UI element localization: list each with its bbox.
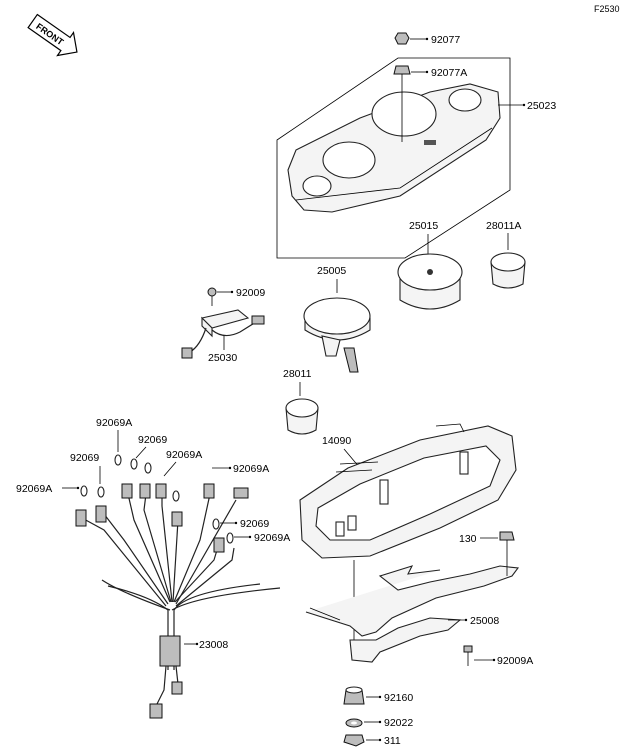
part-28011A: 28011A (486, 220, 526, 289)
label-92160: 92160 (384, 692, 413, 704)
label-25030: 25030 (208, 352, 237, 364)
gauge-window-left (302, 175, 332, 197)
part-92077: 92077 (394, 32, 460, 46)
label-92069A-c: 92069A (166, 449, 202, 461)
tachometer-cable (343, 347, 359, 373)
part-92009: 92009 (207, 287, 265, 306)
label-130: 130 (459, 533, 477, 545)
meter-cover-edge (295, 127, 493, 201)
label-92069A-a: 92069A (16, 483, 52, 495)
part-92069-a: 92069 (70, 452, 105, 498)
part-92077A: 92077A (393, 65, 467, 142)
label-25008: 25008 (470, 615, 499, 627)
tachometer-dial (303, 297, 371, 335)
meter-cover-25023 (287, 83, 501, 213)
label-92069A-d: 92069A (233, 463, 269, 475)
tachometer-bracket (321, 335, 341, 357)
part-92160: 92160 (343, 686, 413, 705)
label-311: 311 (384, 735, 401, 747)
label-28011A: 28011A (486, 220, 521, 232)
part-92069A-c: 92069A (163, 449, 202, 502)
meter-case-inner (315, 445, 501, 541)
part-92069-b: 92069 (130, 434, 167, 474)
part-311: 311 (343, 734, 401, 747)
bracket-25008-lower (349, 617, 462, 663)
part-25023-callout: 25023 (498, 100, 556, 112)
part-25015: 25015 (397, 220, 463, 310)
part-130: 130 (459, 531, 515, 576)
part-92069A-b: 92069A (96, 417, 132, 466)
part-25005: 25005 (303, 265, 371, 373)
label-92069A-e: 92069A (254, 532, 290, 544)
label-92069-b: 92069 (138, 434, 167, 446)
label-23008: 23008 (199, 639, 228, 651)
bracket-25008-body (305, 565, 520, 637)
gauge-28011-dial (285, 398, 319, 418)
label-92077A: 92077A (431, 67, 467, 79)
label-92009A: 92009A (497, 655, 533, 667)
label-92077: 92077 (431, 34, 460, 46)
part-28011: 28011 (283, 368, 319, 435)
label-25005: 25005 (317, 265, 346, 277)
label-28011: 28011 (283, 368, 312, 380)
part-92069A-a: 92069A (16, 483, 88, 497)
part-92069-c: 92069 (212, 518, 269, 530)
part-92069A-d: 92069A (212, 463, 269, 475)
label-25023: 25023 (527, 100, 556, 112)
label-14090: 14090 (322, 435, 351, 447)
label-92009: 92009 (236, 287, 265, 299)
label-92069-c: 92069 (240, 518, 269, 530)
label-92069A-b: 92069A (96, 417, 132, 429)
meter-cover-frame (276, 57, 511, 259)
part-92022: 92022 (345, 717, 413, 729)
front-arrow-icon: FRONT (27, 13, 78, 57)
indicator-lamps (424, 140, 436, 145)
gauge-28011A-dial (490, 252, 526, 272)
part-92069A-e: 92069A (226, 532, 290, 544)
speedometer-window (371, 91, 437, 137)
figure-code: F2530 (594, 4, 620, 14)
label-92069-a: 92069 (70, 452, 99, 464)
part-25030: 25030 (181, 309, 265, 364)
label-25015: 25015 (409, 220, 438, 232)
tachometer-window (322, 141, 376, 179)
part-25008: 25008 (305, 565, 520, 663)
part-92009A: 92009A (463, 645, 533, 667)
part-14090: 14090 (299, 423, 517, 640)
gauge-window-right (448, 88, 482, 112)
label-92022: 92022 (384, 717, 413, 729)
wiring-harness-23008: 23008 (75, 483, 281, 719)
meter-cover-group (276, 57, 511, 259)
